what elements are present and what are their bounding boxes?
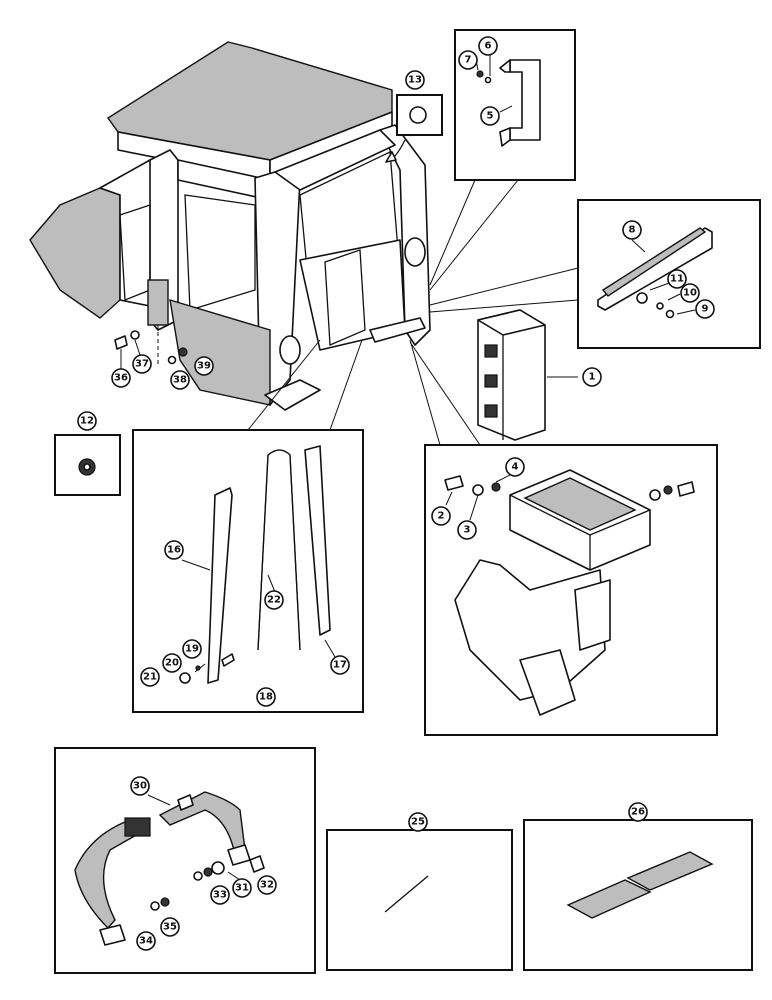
svg-text:4: 4 [512, 462, 519, 473]
svg-text:16: 16 [167, 545, 181, 556]
cab-frame [29, 41, 431, 411]
seat-belt-detail-box [54, 747, 316, 974]
callout-30: 30 [130, 776, 150, 796]
callout-20: 20 [162, 653, 182, 673]
callout-9: 9 [695, 299, 715, 319]
svg-text:3: 3 [464, 525, 471, 536]
callout-4: 4 [505, 457, 525, 477]
callout-34: 34 [136, 931, 156, 951]
callout-3: 3 [457, 520, 477, 540]
svg-text:19: 19 [185, 644, 199, 655]
svg-text:25: 25 [411, 817, 425, 828]
callout-31: 31 [232, 878, 252, 898]
pin-detail-box [326, 818, 513, 971]
callout-33: 33 [210, 885, 230, 905]
storage-box-part [477, 309, 578, 441]
callout-39: 39 [194, 356, 214, 376]
callout-6: 6 [478, 36, 498, 56]
svg-text:13: 13 [408, 75, 422, 86]
callout-38: 38 [170, 370, 190, 390]
callout-21: 21 [140, 667, 160, 687]
svg-text:33: 33 [213, 890, 227, 901]
svg-text:35: 35 [163, 922, 177, 933]
callout-2: 2 [431, 506, 451, 526]
svg-text:36: 36 [114, 373, 128, 384]
nut-detail-box [54, 434, 121, 496]
svg-text:8: 8 [629, 225, 636, 236]
callout-7: 7 [458, 50, 478, 70]
leader-lines [247, 179, 579, 446]
callout-13: 13 [405, 70, 425, 90]
mount-bracket-detail-box [424, 444, 718, 736]
svg-text:39: 39 [197, 361, 211, 372]
callout-17: 17 [330, 655, 350, 675]
svg-text:7: 7 [465, 55, 472, 66]
svg-text:22: 22 [267, 595, 281, 606]
callout-11: 11 [667, 269, 687, 289]
svg-text:11: 11 [670, 274, 684, 285]
callout-1: 1 [582, 367, 602, 387]
callout-22: 22 [264, 590, 284, 610]
svg-text:21: 21 [143, 672, 157, 683]
svg-text:12: 12 [80, 416, 94, 427]
callout-19: 19 [182, 639, 202, 659]
svg-text:1: 1 [589, 372, 596, 383]
svg-text:34: 34 [139, 936, 153, 947]
svg-text:32: 32 [260, 880, 274, 891]
callouts: 1 2 3 4 5 6 7 8 9 10 11 12 13 16 17 18 1… [77, 36, 715, 951]
svg-text:20: 20 [165, 658, 179, 669]
pad-detail-box [523, 808, 753, 971]
svg-text:37: 37 [135, 359, 149, 370]
frame-hardware [114, 330, 188, 369]
svg-text:5: 5 [487, 111, 494, 122]
svg-text:9: 9 [702, 304, 709, 315]
callout-12: 12 [77, 411, 97, 431]
svg-text:2: 2 [438, 511, 445, 522]
plug-detail-box [385, 94, 443, 163]
callout-35: 35 [160, 917, 180, 937]
callout-32: 32 [257, 875, 277, 895]
callout-25: 25 [408, 812, 428, 832]
callout-37: 37 [132, 354, 152, 374]
svg-text:38: 38 [173, 375, 187, 386]
callout-10: 10 [680, 283, 700, 303]
svg-text:31: 31 [235, 883, 249, 894]
svg-text:30: 30 [133, 781, 147, 792]
callout-36: 36 [111, 368, 131, 388]
callout-5: 5 [480, 106, 500, 126]
callout-18: 18 [256, 687, 276, 707]
callout-16: 16 [164, 540, 184, 560]
svg-text:26: 26 [631, 807, 645, 818]
svg-text:17: 17 [333, 660, 347, 671]
callout-26: 26 [628, 802, 648, 822]
callout-8: 8 [622, 220, 642, 240]
svg-text:10: 10 [683, 288, 697, 299]
svg-text:6: 6 [485, 41, 492, 52]
svg-text:18: 18 [259, 692, 273, 703]
